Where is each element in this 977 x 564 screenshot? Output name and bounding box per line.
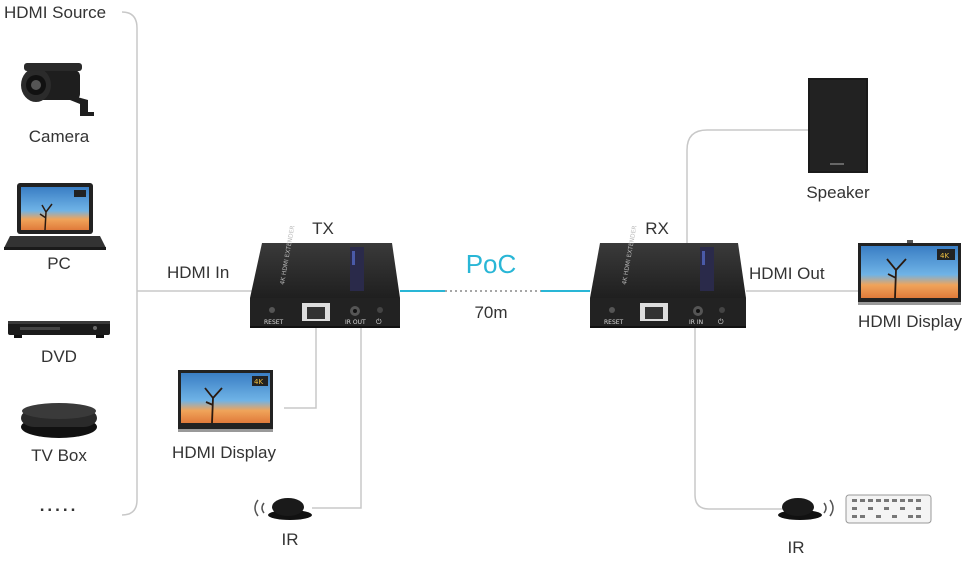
source-dvd-label: DVD	[41, 347, 77, 366]
source-pc-label: PC	[47, 254, 71, 273]
svg-text:⏻: ⏻	[376, 318, 382, 326]
tx-local-display-icon: 4K	[178, 370, 273, 432]
source-tvbox-label: TV Box	[31, 446, 87, 465]
tx-ir-cable	[312, 328, 362, 509]
rx-display-icon: 4K	[858, 240, 961, 305]
rx-speaker-cable	[686, 129, 808, 243]
hdmi-source-title: HDMI Source	[4, 3, 107, 22]
rx-title: RX	[645, 219, 669, 238]
source-bracket	[121, 11, 138, 516]
laptop-icon	[4, 183, 106, 250]
tx-title: TX	[312, 219, 334, 238]
tx-ir-text: IR OUT	[345, 319, 366, 326]
rx-display-label: HDMI Display	[858, 312, 962, 331]
more-sources-dots: .....	[39, 496, 79, 515]
rx-ir-cable	[694, 328, 785, 510]
poc-label: PoC	[465, 249, 517, 279]
rx-ir-receiver-icon	[778, 498, 834, 520]
hdmi-in-label: HDMI In	[167, 263, 230, 282]
hdmi-out-label: HDMI Out	[749, 264, 825, 283]
source-camera-label: Camera	[28, 127, 90, 146]
tx-display-cable	[284, 328, 317, 409]
rx-ir-label: IR	[787, 538, 805, 557]
svg-text:⏻: ⏻	[718, 318, 724, 326]
rx-device: 4K HDMI EXTENDER RESET IR IN ⏻	[590, 225, 746, 328]
svg-text:4K: 4K	[254, 378, 263, 386]
tx-ir-label: IR	[281, 530, 299, 549]
rx-ir-text: IR IN	[689, 319, 703, 326]
dvd-player-icon	[8, 321, 110, 338]
tx-display-label: HDMI Display	[172, 443, 276, 462]
tx-ir-receiver-icon	[254, 498, 312, 520]
svg-text:4K: 4K	[940, 252, 949, 260]
distance-label: 70m	[474, 303, 508, 322]
tv-box-icon	[21, 403, 97, 438]
tx-reset-text: RESET	[264, 319, 284, 326]
rx-reset-text: RESET	[604, 319, 624, 326]
speaker-label: Speaker	[806, 183, 870, 202]
camera-icon	[21, 63, 94, 116]
tx-device: 4K HDMI EXTENDER RESET IR OUT ⏻	[250, 225, 400, 328]
speaker-icon	[808, 78, 868, 173]
remote-control-icon	[845, 494, 932, 524]
